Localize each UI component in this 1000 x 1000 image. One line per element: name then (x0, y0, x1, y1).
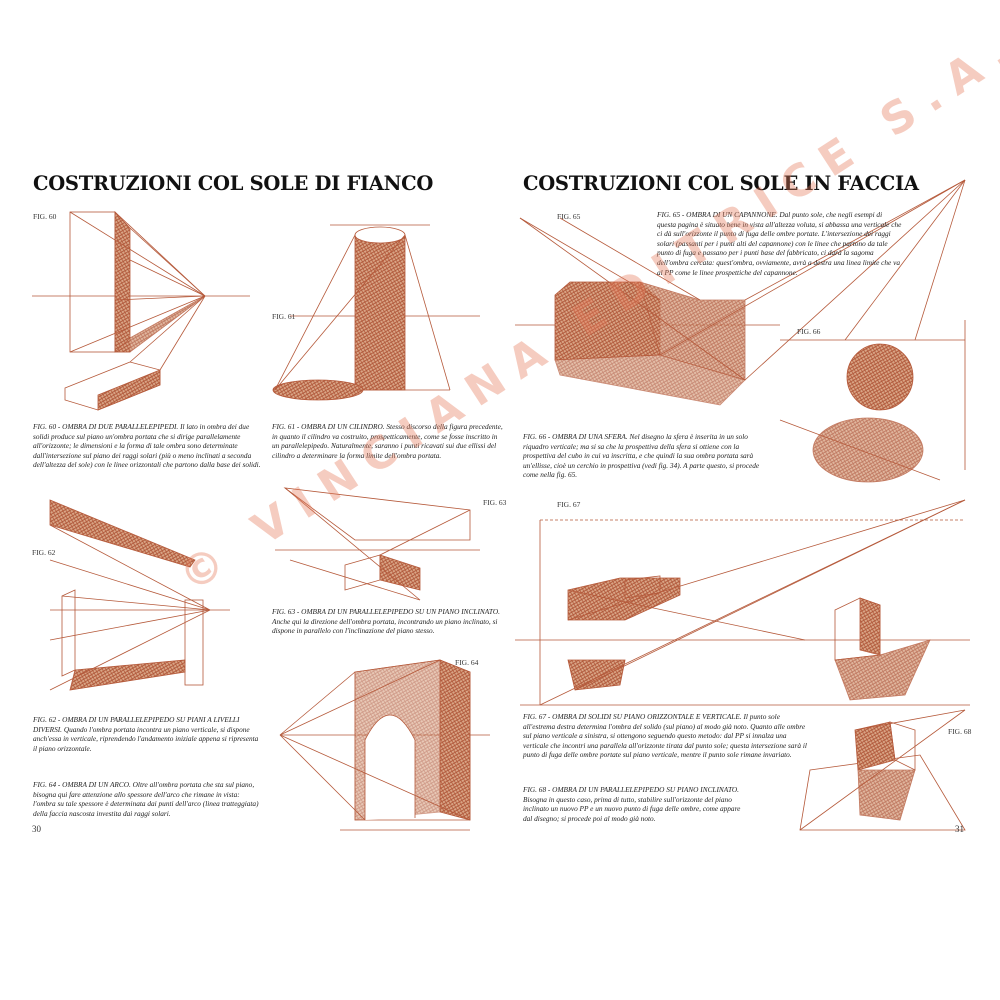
figure-62-drawing (49, 499, 230, 691)
figure-64-drawing (279, 659, 490, 831)
fig-61-caption: FIG. 61 - OMBRA DI UN CILINDRO. Stesso d… (272, 422, 503, 460)
figure-66-drawing (779, 179, 966, 483)
left-page-title: COSTRUZIONI COL SOLE DI FIANCO (33, 172, 434, 195)
figure-61-drawing (272, 224, 480, 401)
figure-68-drawing (799, 709, 966, 831)
fig-67-label: FIG. 67 (557, 500, 581, 509)
fig-60-caption: FIG. 60 - OMBRA DI DUE PARALLELEPIPEDI. … (33, 422, 261, 470)
fig-64-label: FIG. 64 (455, 658, 479, 667)
fig-62-caption: FIG. 62 - OMBRA DI UN PARALLELEPIPEDO SU… (33, 715, 259, 753)
fig-65-caption: FIG. 65 - OMBRA DI UN CAPANNONE. Dal pun… (657, 210, 902, 277)
fig-68-caption: FIG. 68 - OMBRA DI UN PARALLELEPIPEDO SU… (523, 785, 741, 823)
fig-61-label: FIG. 61 (272, 312, 296, 321)
fig-64-caption: FIG. 64 - OMBRA DI UN ARCO. Oltre all'om… (33, 780, 259, 818)
fig-63-label: FIG. 63 (483, 498, 507, 507)
figure-60-drawing (32, 210, 250, 411)
fig-66-caption: FIG. 66 - OMBRA DI UNA SFERA. Nel disegn… (523, 432, 760, 480)
page-number-right: 31 (955, 824, 964, 834)
fig-60-label: FIG. 60 (33, 212, 57, 221)
fig-66-label: FIG. 66 (797, 327, 821, 336)
fig-62-label: FIG. 62 (32, 548, 56, 557)
fig-65-label: FIG. 65 (557, 212, 581, 221)
figure-67-drawing (515, 499, 970, 706)
figure-63-drawing (275, 487, 480, 601)
fig-68-label: FIG. 68 (948, 727, 972, 736)
fig-67-caption: FIG. 67 - OMBRA DI SOLIDI SU PIANO ORIZZ… (523, 712, 807, 760)
fig-63-caption: FIG. 63 - OMBRA DI UN PARALLELEPIPEDO SU… (272, 607, 500, 636)
right-page-title: COSTRUZIONI COL SOLE IN FACCIA (523, 172, 919, 195)
figure-65-drawing (515, 179, 966, 406)
page-number-left: 30 (32, 824, 41, 834)
